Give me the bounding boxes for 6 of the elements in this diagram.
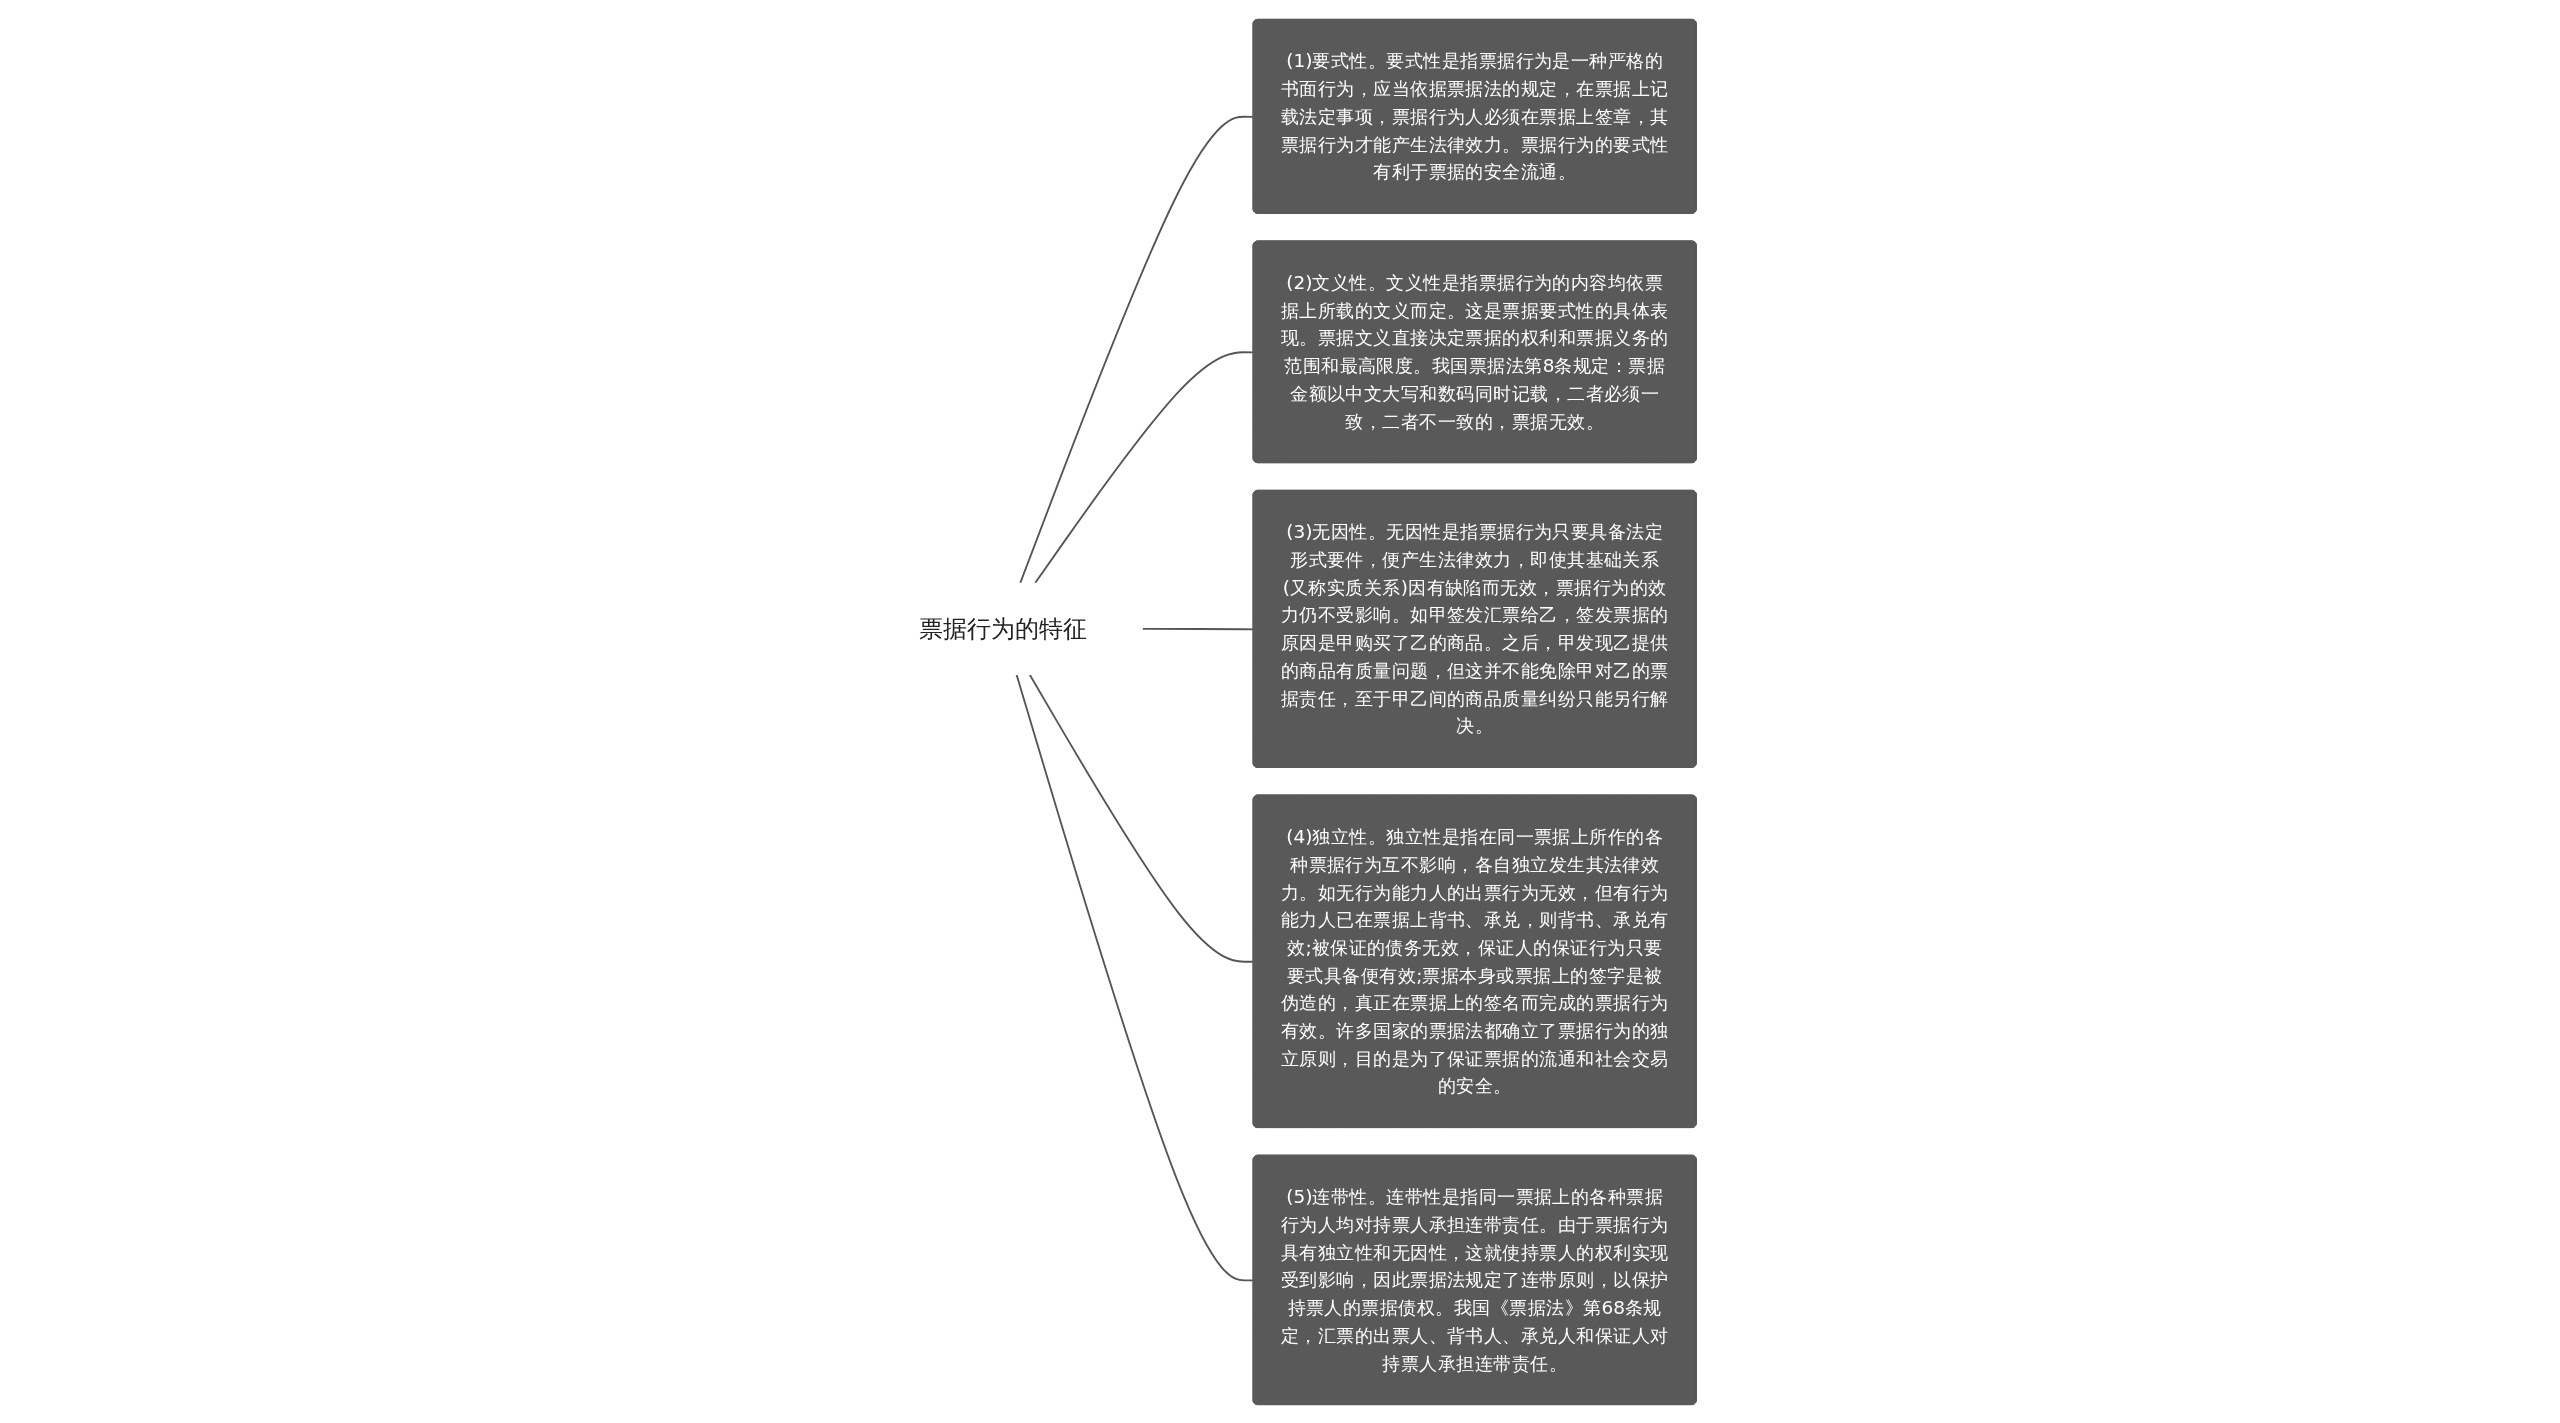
connector bbox=[1034, 350, 1255, 584]
connector bbox=[1015, 673, 1255, 1281]
node-text: 票据行为的特征 bbox=[918, 614, 1087, 642]
connector bbox=[1028, 673, 1255, 963]
connector bbox=[1141, 627, 1255, 630]
connector bbox=[1019, 115, 1255, 584]
